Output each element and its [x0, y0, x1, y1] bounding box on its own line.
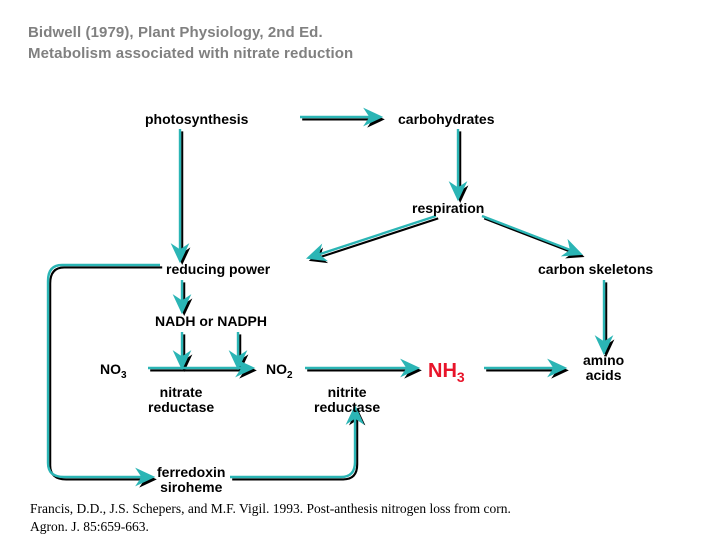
node-nadh-or-nadph: NADH or NADPH	[155, 313, 267, 329]
node-nitrite-reductase: nitrite reductase	[314, 385, 380, 415]
edge-respiration-to-carbon-skeletons	[481, 214, 583, 257]
node-nitrate: NO3	[100, 361, 127, 384]
node-amino-acids-line-2: acids	[585, 367, 622, 383]
node-nitrite: NO2	[266, 361, 293, 384]
node-ferredoxin-siroheme: ferredoxin siroheme	[157, 465, 225, 495]
page-title-line-2: Metabolism associated with nitrate reduc…	[28, 45, 354, 62]
node-ferredoxin-line-1: ferredoxin	[157, 464, 226, 480]
node-ammonia-text: NH	[428, 360, 457, 382]
node-nitrate-text: NO	[100, 361, 121, 377]
page-title-line-1: Bidwell (1979), Plant Physiology, 2nd Ed…	[28, 24, 323, 41]
page-title: Bidwell (1979), Plant Physiology, 2nd Ed…	[28, 22, 588, 64]
node-carbon-skeletons: carbon skeletons	[538, 261, 654, 277]
node-ferredoxin-line-2: siroheme	[160, 479, 223, 495]
citation-line-2: Agron. J. 85:659-663.	[30, 519, 149, 534]
citation: Francis, D.D., J.S. Schepers, and M.F. V…	[30, 500, 690, 536]
node-nitrate-reductase-line-1: nitrate	[159, 384, 203, 400]
node-amino-acids: amino acids	[583, 353, 624, 383]
node-respiration: respiration	[412, 200, 485, 216]
node-nitrite-reductase-line-1: nitrite	[327, 384, 367, 400]
node-ammonia-subscript: 3	[456, 369, 465, 385]
node-photosynthesis: photosynthesis	[145, 111, 249, 127]
node-nitrate-subscript: 3	[121, 369, 127, 381]
arrow-main-layer	[46, 107, 614, 487]
node-nitrite-reductase-line-2: reductase	[314, 399, 381, 415]
edge-ferredoxin-to-nitrite-reductase	[230, 404, 365, 479]
edge-respiration-to-reducing-power	[305, 214, 437, 262]
node-reducing-power: reducing power	[166, 261, 271, 277]
node-nitrate-reductase: nitrate reductase	[148, 385, 214, 415]
arrow-shadow-layer	[49, 111, 615, 488]
node-carbohydrates: carbohydrates	[398, 111, 495, 127]
node-nitrite-subscript: 2	[287, 369, 293, 381]
citation-line-1: Francis, D.D., J.S. Schepers, and M.F. V…	[30, 501, 511, 516]
node-amino-acids-line-1: amino	[583, 352, 625, 368]
node-nitrite-text: NO	[266, 361, 287, 377]
node-nitrate-reductase-line-2: reductase	[148, 399, 215, 415]
node-ammonia: NH3	[428, 360, 465, 388]
